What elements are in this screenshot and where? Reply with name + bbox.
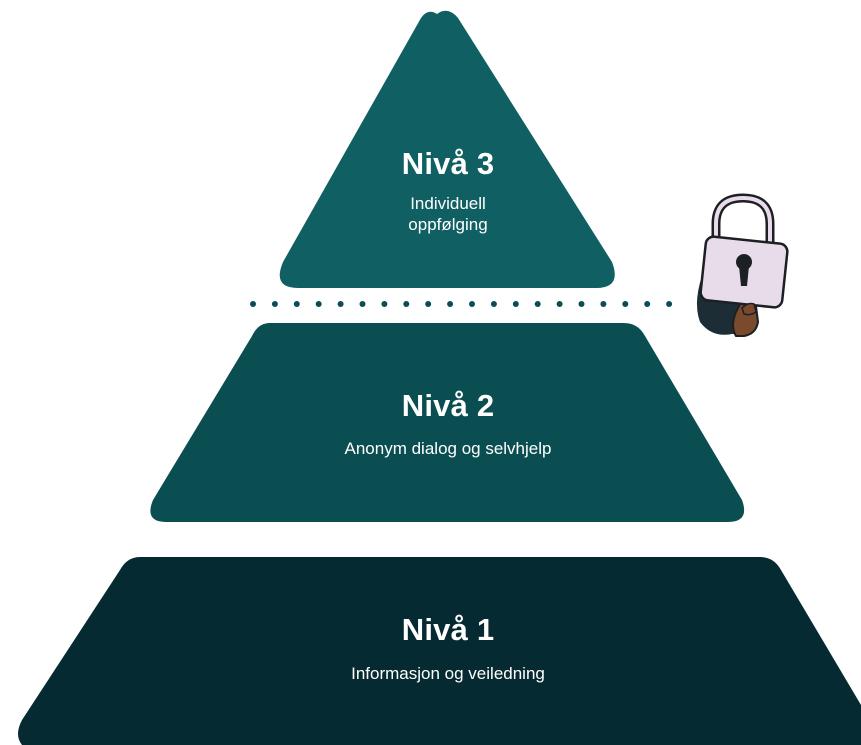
divider-dot: [315, 301, 322, 307]
level-1-shape: [18, 557, 861, 745]
divider-dot: [447, 301, 454, 307]
level-1-title: Nivå 1: [401, 612, 495, 647]
level-2-subtitle: Anonym dialog og selvhjelp: [344, 439, 552, 458]
divider-dot: [490, 301, 497, 307]
divider-dot: [578, 301, 585, 307]
divider-dot: [556, 301, 563, 307]
divider-dot: [644, 301, 651, 307]
divider-dot: [271, 301, 278, 307]
divider-dot: [337, 301, 344, 307]
level-2-shape: [150, 323, 745, 522]
divider-dot: [403, 301, 410, 307]
divider-dot: [666, 301, 673, 307]
level-2-title: Nivå 2: [401, 388, 495, 423]
level-1-subtitle: Informasjon og veiledning: [351, 664, 545, 683]
dotted-divider: [250, 301, 673, 307]
divider-dot: [293, 301, 300, 307]
divider-dot: [512, 301, 519, 307]
divider-dot: [600, 301, 607, 307]
divider-dot: [622, 301, 629, 307]
divider-dot: [250, 301, 256, 307]
padlock-icon: [696, 193, 789, 337]
level-3-shape: [279, 10, 615, 289]
divider-dot: [359, 301, 366, 307]
divider-dot: [425, 301, 432, 307]
level-3-subtitle: Individuell oppfølging: [408, 194, 488, 234]
divider-dot: [381, 301, 388, 307]
level-3-title: Nivå 3: [401, 146, 495, 181]
divider-dot: [469, 301, 475, 307]
divider-dot: [534, 301, 541, 307]
